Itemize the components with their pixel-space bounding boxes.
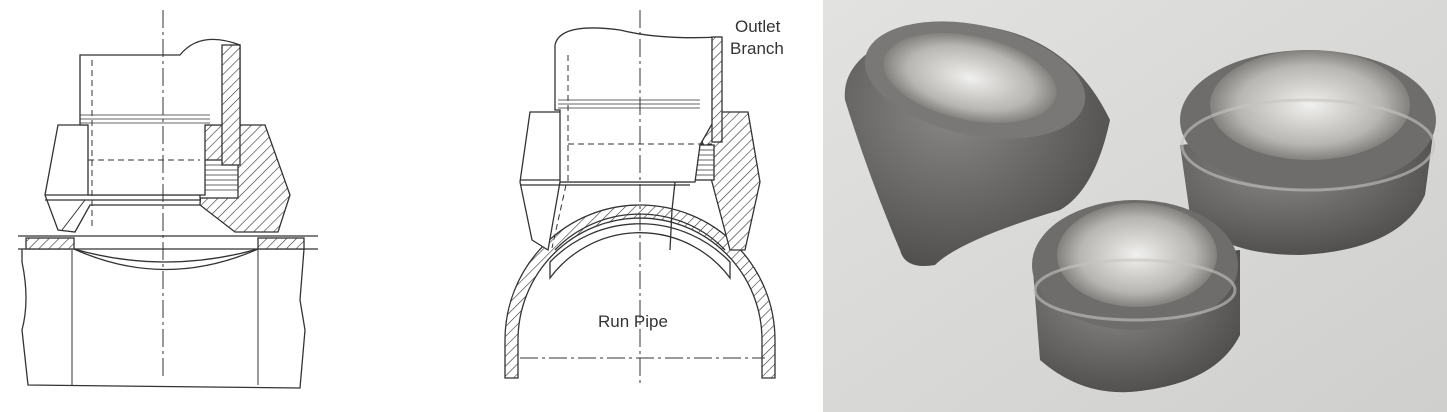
outlet-label-line1: Outlet: [735, 17, 781, 36]
run-pipe-label: Run Pipe: [598, 312, 668, 331]
large-threadolet-fitting: [1180, 50, 1436, 255]
fittings-photo: [823, 0, 1447, 412]
run-pipe-section: [18, 235, 318, 389]
middle-threadolet-diagram: [504, 10, 776, 385]
left-weldolet-diagram: [18, 10, 318, 389]
weldolet-fitting: [844, 21, 1110, 267]
run-pipe-section: [504, 204, 776, 379]
outlet-label-line2: Branch: [730, 39, 784, 58]
small-threadolet-fitting: [1032, 200, 1240, 393]
outlet-branch-pipe: [61, 38, 241, 231]
